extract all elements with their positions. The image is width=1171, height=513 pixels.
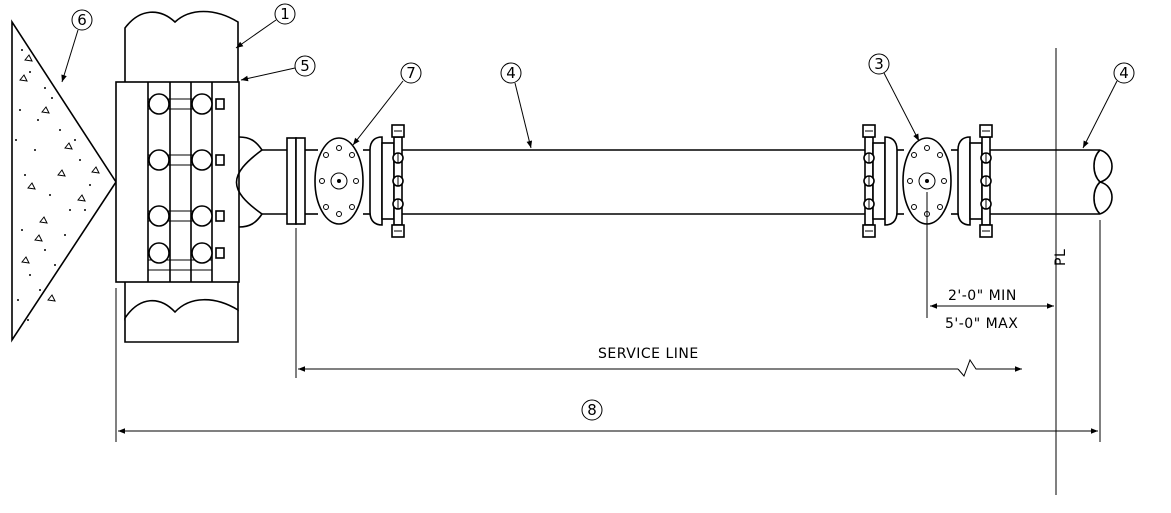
svg-text:3: 3 — [874, 55, 884, 73]
dimension-max-label: 5'-0" MAX — [945, 316, 1018, 332]
callout-5: 5 — [240, 55, 316, 82]
dimension-min-label: 2'-0" MIN — [948, 288, 1017, 304]
callout-1: 1 — [235, 3, 296, 49]
svg-text:6: 6 — [77, 11, 87, 29]
tapping-sleeve — [115, 81, 240, 283]
dimension-overall: 8 — [115, 220, 1101, 442]
callout-4-right: 4 — [1082, 62, 1135, 149]
sleeve-bolts — [147, 93, 225, 271]
svg-text:7: 7 — [406, 64, 416, 82]
callout-7: 7 — [352, 62, 422, 146]
tapping-valve — [305, 137, 370, 225]
callout-8-label: 8 — [587, 401, 597, 419]
restrained-coupling-left — [369, 124, 405, 238]
property-line: PL — [1053, 48, 1069, 495]
property-line-symbol: PL — [1053, 249, 1069, 266]
outlet-nozzle — [235, 136, 287, 228]
dimension-min-max: 2'-0" MIN 5'-0" MAX — [926, 192, 1054, 332]
svg-text:1: 1 — [280, 5, 290, 23]
callout-3: 3 — [868, 53, 920, 142]
pipe-flange — [286, 137, 306, 225]
service-line-label: SERVICE LINE — [598, 346, 699, 362]
service-pipe-continuation — [990, 149, 1113, 215]
main-pipe — [124, 10, 239, 343]
callout-4-left: 4 — [500, 62, 533, 149]
svg-text:4: 4 — [506, 64, 516, 82]
dimension-service-line: SERVICE LINE — [295, 228, 1022, 378]
restrained-coupling-middle — [862, 124, 898, 238]
svg-text:5: 5 — [300, 57, 310, 75]
concrete-thrust-block — [11, 19, 117, 343]
svg-text:4: 4 — [1119, 64, 1129, 82]
callout-6: 6 — [61, 9, 93, 83]
restrained-coupling-right — [957, 124, 993, 238]
service-pipe-section — [402, 149, 865, 215]
